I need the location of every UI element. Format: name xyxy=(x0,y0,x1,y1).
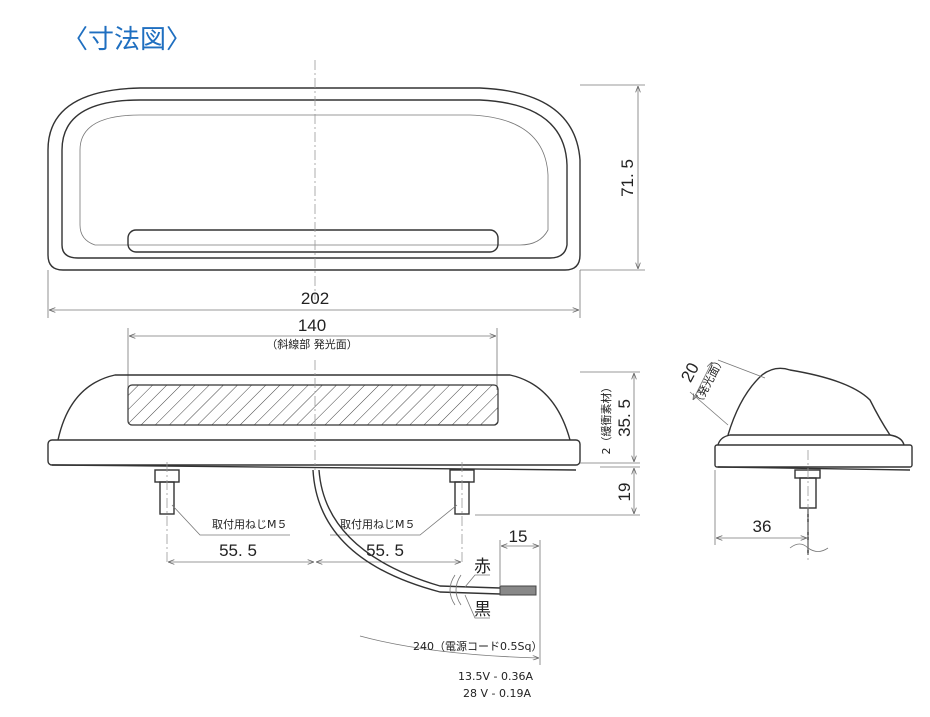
front-view: 140 （斜線部 発光面） 取付用ねじM５ 取付用ねじM５ 55. 5 55. … xyxy=(47,316,640,565)
drawing-title: 〈寸法図〉 xyxy=(62,25,192,55)
bolt-length-dimension: 19 xyxy=(615,483,634,502)
pitch-left-dimension: 55. 5 xyxy=(219,541,257,560)
strip-length-dimension: 15 xyxy=(509,527,528,546)
lens-depth-dimension: 20 xyxy=(677,360,703,386)
black-wire-label: 黒 xyxy=(474,600,491,619)
bolt-label-right: 取付用ねじM５ xyxy=(340,518,416,531)
bolt-right xyxy=(449,462,475,565)
width-dimension: 202 xyxy=(301,289,329,308)
rating-13-5v: 13.5V - 0.36A xyxy=(458,670,533,683)
cord-length-dimension: 240（電源コード0.5Sq） xyxy=(413,639,542,653)
pitch-right-dimension: 55. 5 xyxy=(366,541,404,560)
top-view: 71. 5 202 xyxy=(47,60,645,318)
red-wire-label: 赤 xyxy=(474,557,491,576)
lens-width-dimension: 140 xyxy=(298,316,326,335)
offset-dimension: 36 xyxy=(753,517,772,536)
bolt-label-left: 取付用ねじM５ xyxy=(212,518,288,531)
power-cord: 15 赤 黒 240（電源コード0.5Sq） 13.5V - 0.36A 28 … xyxy=(312,469,542,700)
side-view: 20 （発光面） 36 xyxy=(677,354,913,560)
height-dimension: 71. 5 xyxy=(618,159,637,197)
cushion-dimension: 2（緩衝素材） xyxy=(599,382,613,455)
lens-note: （斜線部 発光面） xyxy=(266,337,358,351)
body-height-dimension: 35. 5 xyxy=(615,399,634,437)
bolt-left xyxy=(154,462,180,565)
rating-28v: 28 V - 0.19A xyxy=(463,687,531,700)
lens-hatched-area xyxy=(127,384,499,426)
